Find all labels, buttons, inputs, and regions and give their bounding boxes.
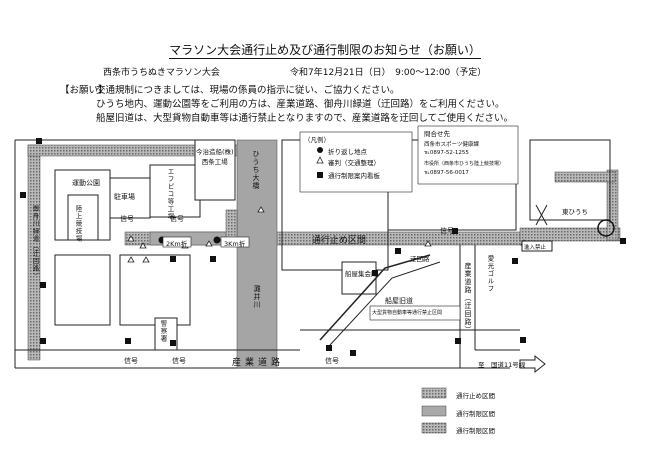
label-2km: 2Km折: [166, 240, 188, 248]
contact-line-4: ℡0897-56-0017: [424, 170, 469, 176]
label-no-entry: 進入禁止: [524, 245, 547, 251]
legend-bottom-2: 通行制限区間: [456, 410, 495, 418]
contact-line-3: 市役所（西条市ひうち陸上競技場）: [424, 161, 505, 167]
label-signal-4: 信号: [124, 357, 138, 365]
legend-signboard: 通行制限案内看板: [328, 172, 380, 180]
notice-line-3: 船屋旧道は、大型貨物自動車等は通行禁止となりますので、産業道路を迂回してご使用く…: [96, 113, 514, 124]
contact-header: 問合せ先: [424, 130, 450, 138]
label-funaya-kyuudou: 船屋旧道: [385, 297, 413, 305]
label-funaya-hall: 船屋集会所: [345, 270, 378, 278]
contact-line-1: 西条市スポーツ健康課: [424, 142, 479, 148]
label-imabari: 今治造船(株) 西条工場: [196, 148, 234, 166]
label-golf: 愛光ゴルフ: [486, 255, 494, 293]
notice-line-1: 交通規制につきましては、現場の係員の指示に従い、ご協力ください。: [96, 85, 400, 96]
legend-referee: 審判（交通整理）: [328, 159, 380, 167]
label-higashi-hiuchi: 東ひうち: [562, 208, 588, 216]
label-factory: エフピコ等工場: [166, 168, 174, 221]
label-route11: 至 国道11号線: [478, 361, 526, 369]
label-hiuchi-ohashi: ひうち大橋: [252, 150, 260, 190]
legend-header: （凡例）: [304, 136, 330, 144]
event-datetime: 令和7年12月21日（日） 9:00～12:00（予定）: [290, 68, 487, 78]
label-mifune: 御舟川緑道（迂回路）: [31, 205, 39, 280]
organizer: 西条市うちぬきマラソン大会: [103, 68, 220, 78]
label-parking: 駐車場: [114, 193, 135, 201]
label-police: 警察署: [159, 320, 167, 343]
label-sangyou-vertical: 産業道路（迂回路）: [464, 262, 472, 334]
label-signal-6: 信号: [325, 357, 339, 365]
label-stadium: 陸上競技場: [74, 205, 82, 243]
notice-label: 【お願い】: [60, 85, 108, 96]
label-signal-2: 信号: [170, 215, 184, 223]
label-signal-3: 信号: [440, 227, 454, 235]
label-sangyou-douro: 産業道路: [232, 358, 285, 368]
label-3km: 3Km折: [224, 240, 246, 248]
legend-bottom-1: 通行止め区間: [456, 392, 495, 400]
label-undou-kouen: 運動公園: [72, 179, 100, 187]
label-river: 灘井川: [253, 285, 261, 309]
contact-line-2: ℡0897-52-1255: [424, 150, 469, 156]
label-signal-1: 信号: [120, 215, 134, 223]
label-detour: 迂回路: [410, 255, 430, 263]
legend-turnaround: 折り返し地点: [328, 148, 367, 156]
page-title: マラソン大会通行止め及び通行制限のお知らせ（お願い）: [169, 43, 481, 59]
legend-bottom-3: 通行制限区間: [456, 427, 495, 435]
notice-line-2: ひうち地内、運動公園等をご利用の方は、産業道路、御舟川緑道（迂回路）をご利用くだ…: [96, 99, 505, 110]
label-funaya-note: 大型貨物自動車等通行禁止区間: [372, 310, 443, 316]
label-signal-5: 信号: [172, 357, 186, 365]
label-road-closed: 通行止め区間: [312, 236, 367, 246]
